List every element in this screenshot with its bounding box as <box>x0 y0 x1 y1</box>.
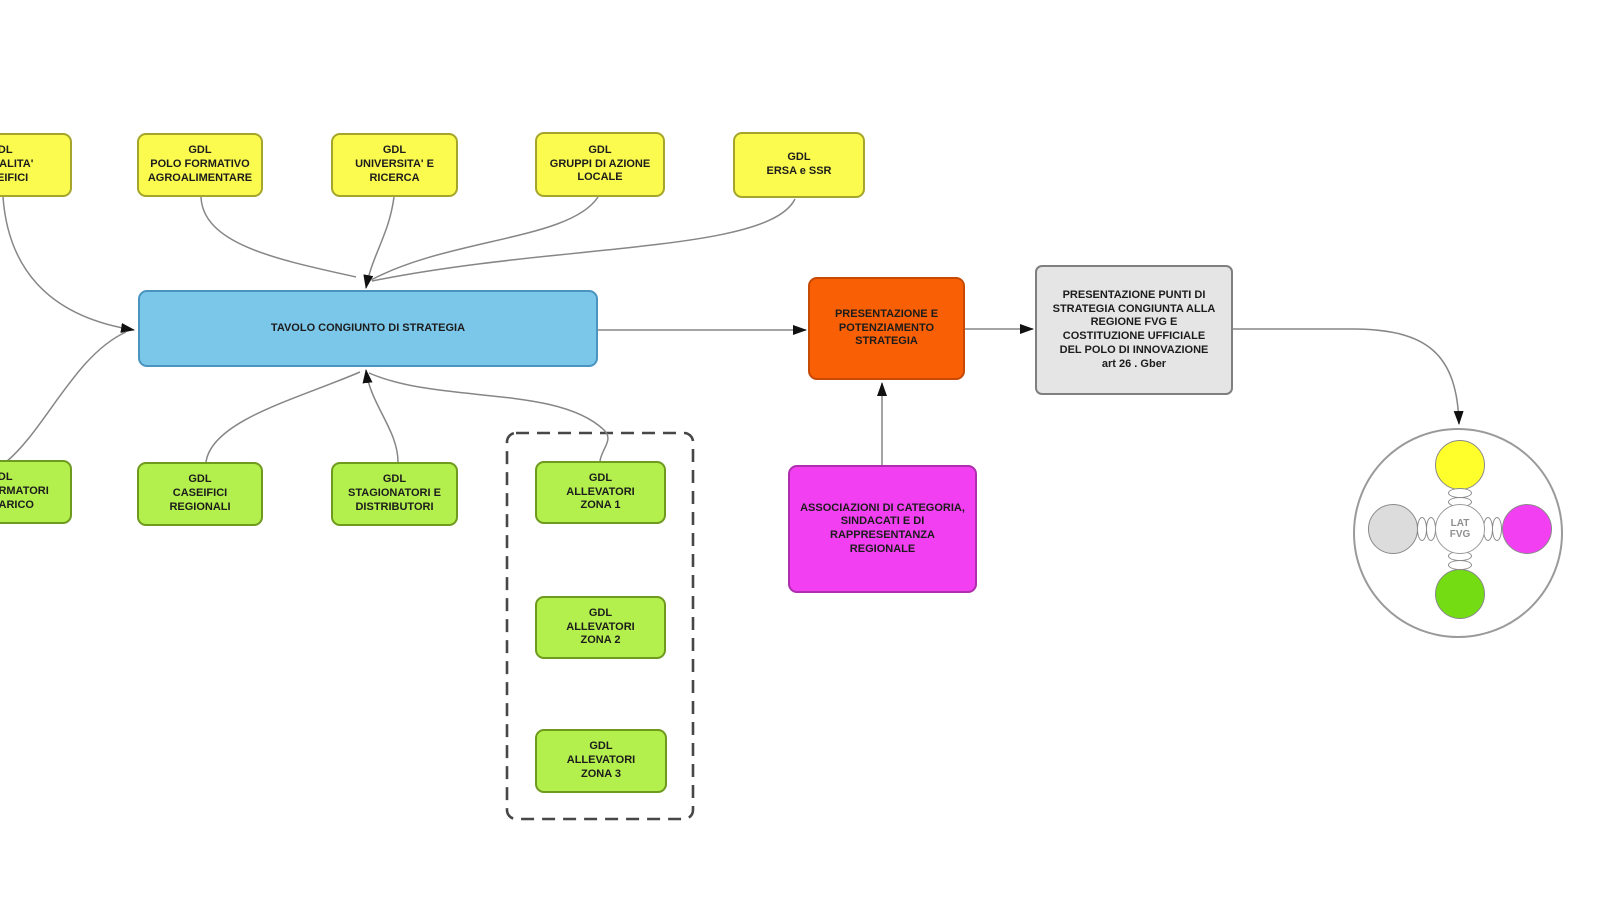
node-presentazione-potenziamento[interactable]: PRESENTAZIONE E POTENZIAMENTO STRATEGIA <box>808 277 965 380</box>
hub-link-bottom <box>1448 560 1472 570</box>
node-gdl-allevatori-zona-2[interactable]: GDL ALLEVATORI ZONA 2 <box>535 596 666 659</box>
node-label: GDL ALLEVATORI ZONA 3 <box>566 740 636 780</box>
connector-gruppi-to-tavolo <box>370 196 599 281</box>
allevatori-group-container <box>505 431 695 821</box>
node-gdl-allevatori-zona-1[interactable]: GDL ALLEVATORI ZONA 1 <box>535 461 666 524</box>
node-gdl-qualita-caseifici[interactable]: GDL DI QUALITA' CASEIFICI <box>0 133 72 197</box>
node-gdl-ersa-ssr[interactable]: GDL ERSA e SSR <box>733 132 865 198</box>
node-label: GDL ERSA e SSR <box>766 151 832 177</box>
node-gdl-trasformatori[interactable]: GDL TRASFORMATORI CASEARICO <box>0 460 72 524</box>
hub-label: LAT FVG <box>1449 517 1471 541</box>
node-gdl-polo-formativo[interactable]: GDL POLO FORMATIVO AGROALIMENTARE <box>137 133 263 197</box>
node-gdl-stagionatori-distributori[interactable]: GDL STAGIONATORI E DISTRIBUTORI <box>331 462 458 526</box>
node-tavolo-congiunto-strategia[interactable]: TAVOLO CONGIUNTO DI STRATEGIA <box>138 290 598 367</box>
hub-satellite-green[interactable] <box>1435 569 1485 619</box>
connector-polo-to-tavolo <box>200 196 357 278</box>
node-label: ASSOCIAZIONI DI CATEGORIA, SINDACATI E D… <box>800 501 965 555</box>
node-presentazione-punti-strategia[interactable]: PRESENTAZIONE PUNTI DI STRATEGIA CONGIUN… <box>1035 265 1233 395</box>
node-associazioni-categoria[interactable]: ASSOCIAZIONI DI CATEGORIA, SINDACATI E D… <box>788 465 977 593</box>
connector-universita-to-tavolo <box>363 196 395 289</box>
connector-trasformatori-to-tavolo <box>5 331 127 463</box>
connector-caseifici-to-tavolo <box>205 371 361 463</box>
hub-link-right <box>1492 517 1502 541</box>
hub-satellite-magenta[interactable] <box>1502 504 1552 554</box>
node-gdl-allevatori-zona-3[interactable]: GDL ALLEVATORI ZONA 3 <box>535 729 667 793</box>
hub-satellite-yellow[interactable] <box>1435 440 1485 490</box>
node-label: GDL POLO FORMATIVO AGROALIMENTARE <box>147 144 253 184</box>
connector-punti-to-hub <box>1233 328 1464 425</box>
node-label: PRESENTAZIONE E POTENZIAMENTO STRATEGIA <box>834 307 939 348</box>
node-gdl-universita-ricerca[interactable]: GDL UNIVERSITA' E RICERCA <box>331 133 458 197</box>
hub-center-lat-fvg[interactable]: LAT FVG <box>1435 504 1485 554</box>
node-label: GDL ALLEVATORI ZONA 2 <box>566 606 635 647</box>
node-label: GDL ALLEVATORI ZONA 1 <box>566 471 635 512</box>
hub-satellite-gray[interactable] <box>1368 504 1418 554</box>
node-label: GDL DI QUALITA' CASEIFICI <box>0 144 34 184</box>
node-label: GDL STAGIONATORI E DISTRIBUTORI <box>348 473 441 513</box>
node-label: GDL CASEIFICI REGIONALI <box>169 473 231 513</box>
node-label: TAVOLO CONGIUNTO DI STRATEGIA <box>270 321 466 334</box>
connector-allevatori-to-tavolo <box>368 372 609 462</box>
connector-qualita-to-tavolo <box>2 196 135 333</box>
node-label: GDL UNIVERSITA' E RICERCA <box>355 144 434 184</box>
connector-ersa-to-tavolo <box>371 198 796 282</box>
node-label: GDL GRUPPI DI AZIONE LOCALE <box>549 143 651 184</box>
node-label: PRESENTAZIONE PUNTI DI STRATEGIA CONGIUN… <box>1052 288 1216 370</box>
connector-stagionatori-to-tavolo <box>362 369 399 463</box>
node-label: GDL TRASFORMATORI CASEARICO <box>0 471 49 511</box>
node-gdl-gruppi-azione-locale[interactable]: GDL GRUPPI DI AZIONE LOCALE <box>535 132 665 197</box>
node-gdl-caseifici-regionali[interactable]: GDL CASEIFICI REGIONALI <box>137 462 263 526</box>
